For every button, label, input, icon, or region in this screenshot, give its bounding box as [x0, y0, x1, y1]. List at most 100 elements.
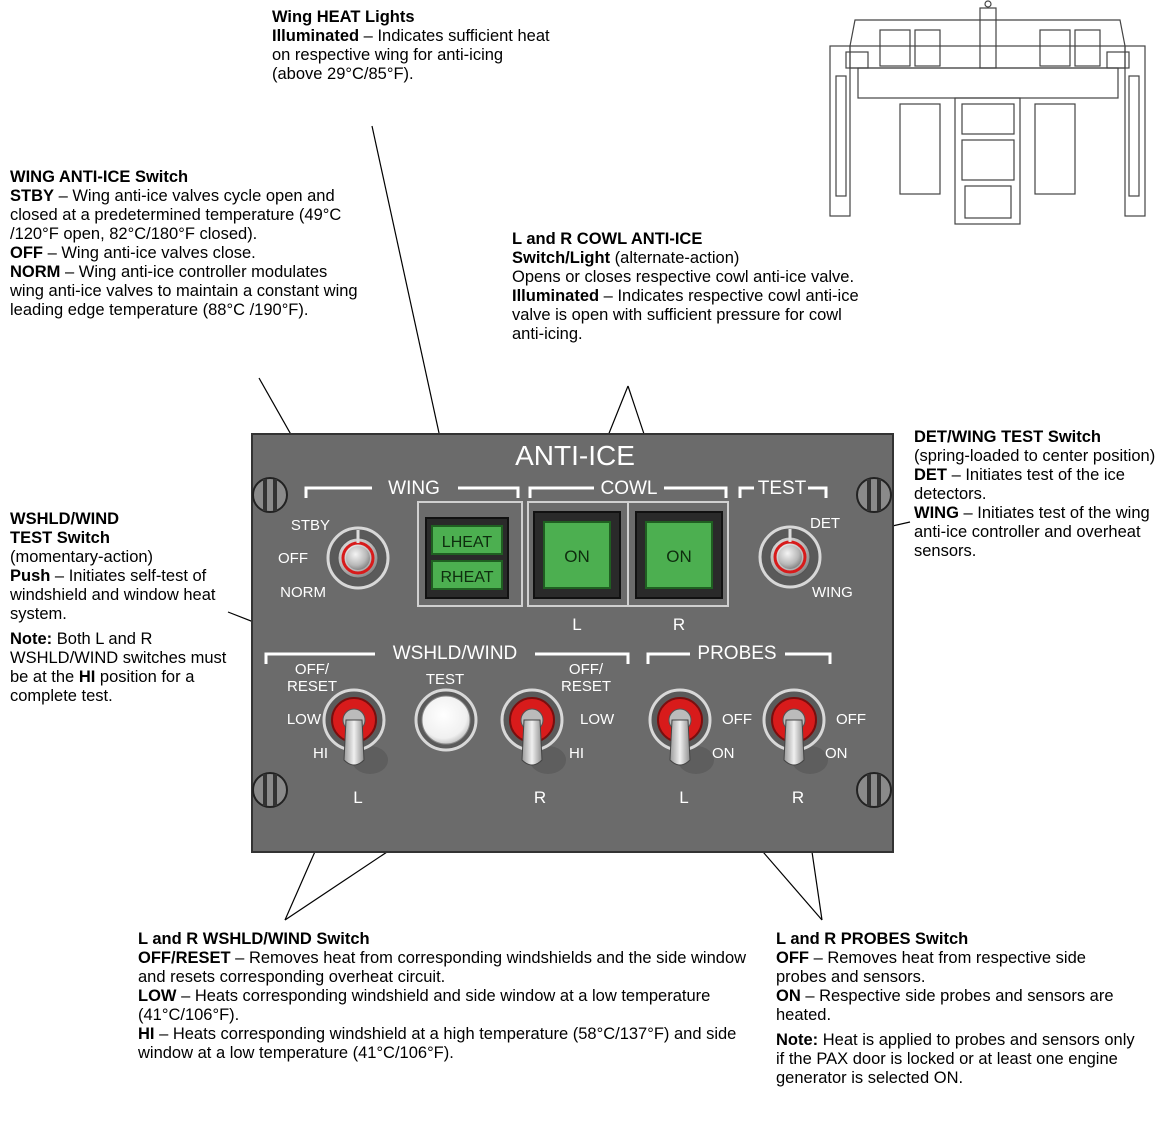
left-heat-light [431, 525, 503, 555]
section-label-wshld-wind: WSHLD/WIND [393, 643, 518, 664]
left-wshld-label-off-reset-1: OFF/ [295, 661, 330, 678]
wshld-test-label: TEST [426, 671, 464, 688]
panel-title: ANTI-ICE [515, 440, 635, 471]
left-wshld-wind-switch[interactable] [322, 688, 388, 774]
callout-title: L and R WSHLD/WIND Switch [138, 930, 370, 948]
left-heat-label: LHEAT [442, 534, 493, 551]
right-wshld-label-off-reset-2: RESET [561, 678, 611, 695]
callout-term: HI [138, 1025, 155, 1043]
callout-text: – Heats corresponding windshield at a hi… [138, 1025, 737, 1062]
callout-text: (spring-loaded to center position) [914, 447, 1156, 465]
callout-title: WSHLD/WIND [10, 510, 120, 528]
right-probes-label-off: OFF [836, 711, 866, 728]
wing-anti-ice-switch[interactable] [326, 526, 390, 590]
callout-probes-switch: L and R PROBES Switch OFF – Removes heat… [776, 930, 1136, 1088]
callout-text: – Respective side probes and sensors are… [776, 987, 1114, 1024]
callout-term: Push [10, 567, 51, 585]
callout-title: Switch/Light [512, 249, 611, 267]
right-wshld-label-low: LOW [580, 711, 615, 728]
callout-term: ON [776, 987, 801, 1005]
panel-screws [252, 477, 892, 808]
right-heat-light [431, 560, 503, 590]
cowl-left-side-label: L [572, 615, 581, 634]
wing-switch-label-norm: NORM [280, 584, 326, 601]
callout-text: – Removes heat from corresponding windsh… [138, 949, 747, 986]
callout-term: OFF [776, 949, 809, 967]
wshld-wind-test-button[interactable] [414, 688, 478, 752]
callout-text: – Indicates respective cowl anti-ice val… [512, 287, 859, 343]
callout-term: Note: [776, 1031, 819, 1049]
callout-title: L and R PROBES Switch [776, 930, 969, 948]
callout-term: LOW [138, 987, 177, 1005]
callout-term: NORM [10, 263, 61, 281]
left-wshld-label-off-reset-2: RESET [287, 678, 337, 695]
callout-text: – Heats corresponding windshield and sid… [138, 987, 711, 1024]
callout-text: – Indicates sufficient heat on respectiv… [272, 27, 550, 83]
callout-text: – Wing anti-ice controller modulates win… [10, 263, 358, 319]
left-probes-switch[interactable] [648, 688, 714, 774]
anti-ice-panel [251, 433, 894, 853]
section-label-cowl: COWL [601, 478, 658, 499]
right-wshld-side-label: R [534, 788, 546, 807]
left-wshld-side-label: L [353, 788, 362, 807]
right-heat-label: RHEAT [440, 569, 493, 586]
right-probes-label-on: ON [825, 745, 848, 762]
left-probes-label-off: OFF [722, 711, 752, 728]
callout-text: (alternate-action) [610, 249, 740, 267]
callout-wshld-wind-test-switch: WSHLD/WIND TEST Switch (momentary-action… [10, 510, 238, 706]
callout-text: – Wing anti-ice valves close. [43, 244, 256, 262]
right-cowl-on-label: ON [666, 547, 692, 566]
cockpit-overview-sketch [829, 0, 1146, 225]
callout-term: HI [78, 668, 96, 686]
right-probes-switch[interactable] [762, 688, 828, 774]
callout-text: Opens or closes respective cowl anti-ice… [512, 268, 855, 286]
callout-title: L and R COWL ANTI-ICE [512, 230, 703, 248]
callout-wshld-wind-switch: L and R WSHLD/WIND Switch OFF/RESET – Re… [138, 930, 758, 1063]
left-cowl-on-label: ON [564, 547, 590, 566]
callout-wing-anti-ice-switch: WING ANTI-ICE Switch STBY – Wing anti-ic… [10, 168, 362, 320]
wing-switch-label-stby: STBY [291, 517, 330, 534]
callout-text: – Initiates self-test of windshield and … [10, 567, 216, 623]
callout-title: TEST Switch [10, 529, 110, 547]
callout-text: – Initiates test of the wing anti-ice co… [914, 504, 1150, 560]
right-probes-side-label: R [792, 788, 804, 807]
callout-text: – Initiates test of the ice detectors. [914, 466, 1125, 503]
callout-term: Illuminated [272, 27, 360, 45]
callout-term: OFF/RESET [138, 949, 231, 967]
callout-text: – Removes heat from respective side prob… [776, 949, 1086, 986]
callout-term: DET [914, 466, 947, 484]
callout-term: WING [914, 504, 959, 522]
right-cowl-switch-light[interactable] [635, 511, 723, 599]
callout-text: – Wing anti-ice valves cycle open and cl… [10, 187, 342, 243]
left-probes-label-on: ON [712, 745, 735, 762]
left-cowl-switch-light[interactable] [533, 511, 621, 599]
left-wshld-label-hi: HI [313, 745, 328, 762]
callout-text: Both L and R WSHLD/WIND switches must be… [10, 630, 227, 686]
right-wshld-label-off-reset-1: OFF/ [569, 661, 604, 678]
left-wshld-label-low: LOW [287, 711, 322, 728]
callout-title: WING ANTI-ICE Switch [10, 168, 189, 186]
figure-id: 605_14_005TP [903, 770, 915, 845]
callout-det-wing-test-switch: DET/WING TEST Switch (spring-loaded to c… [914, 428, 1166, 561]
right-wshld-wind-switch[interactable] [500, 688, 566, 774]
callout-term: STBY [10, 187, 55, 205]
left-probes-side-label: L [679, 788, 688, 807]
callout-term: Illuminated [512, 287, 600, 305]
callout-wing-heat-lights: Wing HEAT Lights Illuminated – Indicates… [272, 8, 552, 84]
test-switch-label-det: DET [810, 515, 840, 532]
callout-term: OFF [10, 244, 43, 262]
section-label-test: TEST [758, 478, 807, 499]
test-switch-label-wing: WING [812, 584, 853, 601]
callout-title: DET/WING TEST Switch [914, 428, 1102, 446]
callout-text: Heat is applied to probes and sensors on… [776, 1031, 1135, 1087]
callout-cowl-anti-ice: L and R COWL ANTI-ICE Switch/Light (alte… [512, 230, 862, 344]
section-brackets [264, 486, 832, 664]
right-wshld-label-hi: HI [569, 745, 584, 762]
callout-text: position for a complete test. [10, 668, 195, 705]
callout-text: (momentary-action) [10, 548, 154, 566]
callout-title: Wing HEAT Lights [272, 8, 415, 26]
wing-heat-frame [417, 501, 523, 607]
cowl-right-side-label: R [673, 615, 685, 634]
det-wing-test-switch[interactable] [758, 525, 822, 589]
